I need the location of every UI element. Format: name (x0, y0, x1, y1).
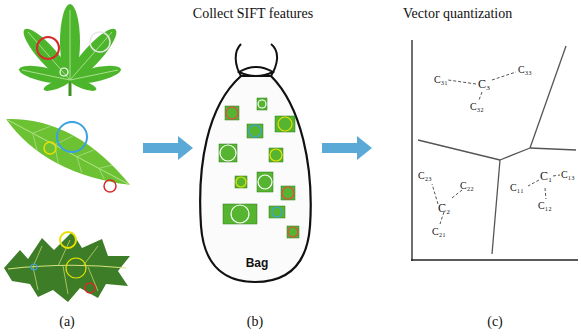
flow-arrow (322, 136, 372, 160)
panel-letter: (c) (487, 314, 503, 329)
cluster-label: C₂₂ (460, 180, 474, 191)
bag-shape: Bag (195, 36, 315, 286)
cluster-label: C₂₁ (432, 226, 446, 237)
cluster-label: C₃₃ (518, 64, 532, 75)
bag-label: Bag (246, 256, 269, 270)
vq-plot (411, 40, 578, 261)
elongated-leaf (0, 104, 138, 198)
cluster-label: C₃₁ (434, 74, 448, 85)
cluster-label: C₃₂ (470, 101, 484, 112)
panel-heading: Collect SIFT features (193, 6, 313, 21)
cluster-center: C₁ (540, 170, 552, 183)
bag-outline (195, 36, 315, 286)
cluster-center: C₃ (478, 78, 490, 91)
cluster-label: C₁₁ (510, 182, 524, 193)
cluster-label: C₁₂ (538, 200, 552, 211)
holly-leaf (4, 232, 130, 302)
cluster-label: C₂₃ (418, 170, 432, 181)
flow-arrow (143, 136, 193, 160)
palmate-leaf (18, 4, 123, 96)
cluster-center: C₂ (438, 202, 450, 215)
panel-heading: Vector quantization (403, 6, 512, 21)
panel-letter: (b) (247, 314, 263, 329)
panel-letter: (a) (59, 314, 75, 329)
cluster-label: C₁₃ (561, 169, 575, 180)
